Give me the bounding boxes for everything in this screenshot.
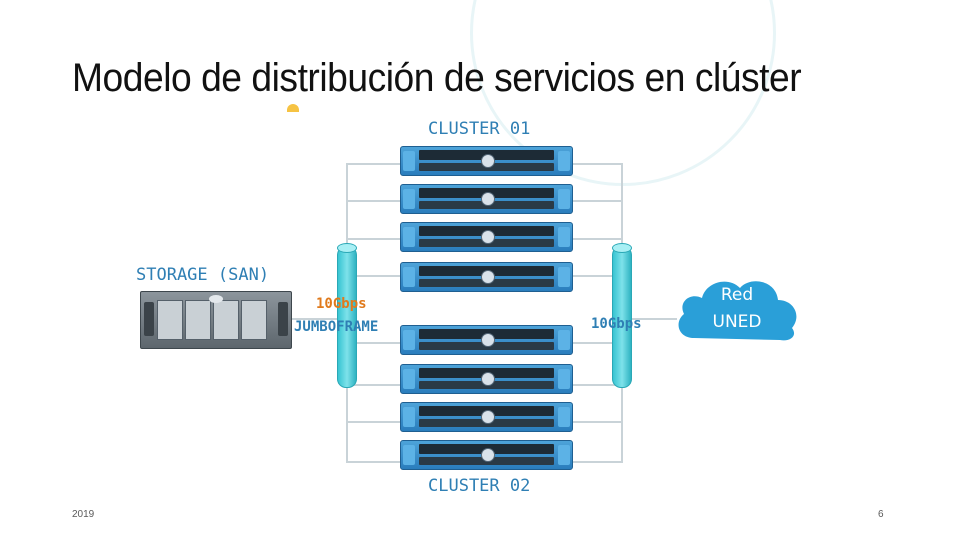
left-link-mode: JUMBOFRAME xyxy=(294,319,379,335)
cluster-02-label: CLUSTER 02 xyxy=(428,476,531,496)
right-link-speed: 10Gbps xyxy=(591,316,642,332)
left-link-speed: 10Gbps xyxy=(316,296,367,312)
storage-san-icon xyxy=(140,291,292,349)
footer-date: 2019 xyxy=(72,509,95,520)
server-icon xyxy=(400,262,573,292)
server-icon xyxy=(400,222,573,252)
right-switch xyxy=(612,243,632,388)
server-icon xyxy=(400,402,573,432)
cluster-01-label: CLUSTER 01 xyxy=(428,119,531,139)
network-label-line2: UNED xyxy=(712,312,762,332)
decorative-dot xyxy=(287,104,299,112)
network-label-line1: Red xyxy=(720,285,754,305)
left-switch xyxy=(337,243,357,388)
storage-label: STORAGE (SAN) xyxy=(136,265,270,285)
server-icon xyxy=(400,146,573,176)
server-icon xyxy=(400,440,573,470)
server-icon xyxy=(400,325,573,355)
slide-title: Modelo de distribución de servicios en c… xyxy=(72,56,802,100)
server-icon xyxy=(400,364,573,394)
page-number: 6 xyxy=(878,509,884,520)
cloud-icon xyxy=(678,281,797,341)
server-icon xyxy=(400,184,573,214)
